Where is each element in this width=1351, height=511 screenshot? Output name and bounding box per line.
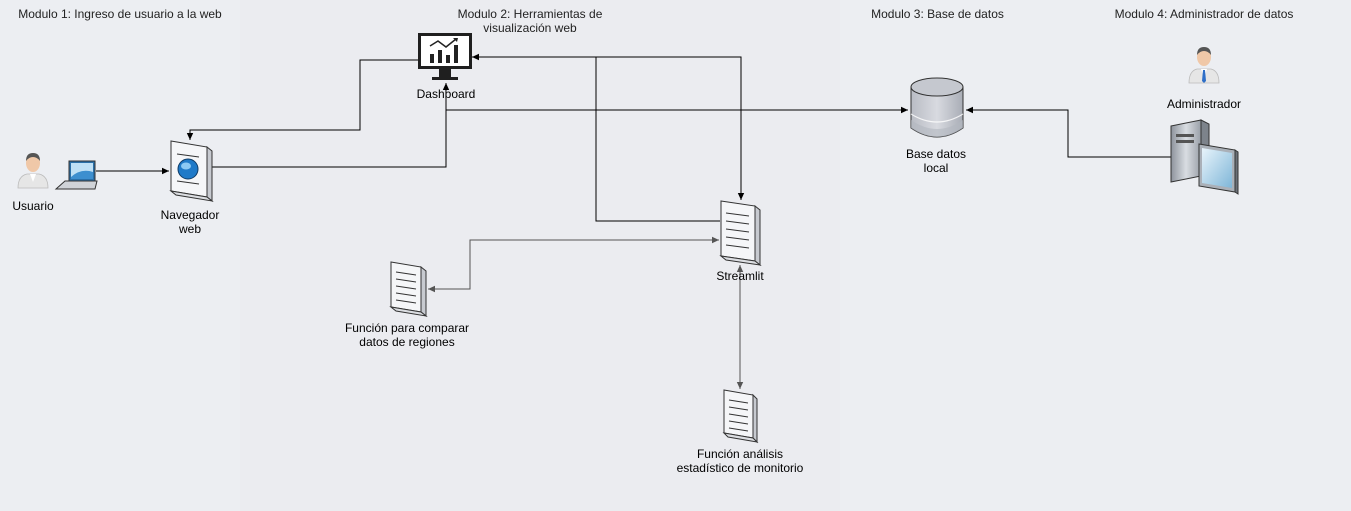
lane-title-modulo-2: Modulo 2: Herramientas de visualización … [457,7,603,35]
administrador-label: Administrador [1166,97,1242,111]
edge-dashboard-streamlit [596,56,745,200]
base-datos-cylinder-icon [910,77,964,138]
lane-modulo-1 [0,0,240,511]
edge-streamlit-comparar [428,236,719,293]
comparar-label: Función para comparar datos de regiones [344,321,470,349]
laptop-icon [54,160,98,190]
navegador-label: Navegador web [160,208,220,236]
base-datos-label: Base datos local [905,147,967,175]
lane-title-modulo-1: Modulo 1: Ingreso de usuario a la web [18,7,222,21]
dashboard-label: Dashboard [416,87,476,101]
navegador-web-icon [169,140,214,203]
lane-modulo-4 [1055,0,1351,511]
edge-navegador-dashboard [212,83,450,168]
analisis-label: Función análisis estadístico de monitori… [676,447,804,475]
lane-title-modulo-3: Modulo 3: Base de datos [871,7,1004,21]
edge-admin-basedatos [966,106,1172,158]
administrador-server-icon [1170,119,1239,195]
streamlit-label: Streamlit [716,269,764,283]
funcion-analisis-document-icon [722,389,759,444]
edge-dashboard-navegador [186,59,418,140]
usuario-person-icon [17,153,49,189]
administrador-person-icon [1188,47,1220,84]
lane-title-modulo-4: Modulo 4: Administrador de datos [1114,7,1294,21]
funcion-comparar-document-icon [389,261,428,318]
dashboard-monitor-icon [418,33,472,80]
usuario-label: Usuario [12,199,54,213]
edge-streamlit-dashboard [472,53,720,222]
streamlit-document-icon [719,200,762,267]
